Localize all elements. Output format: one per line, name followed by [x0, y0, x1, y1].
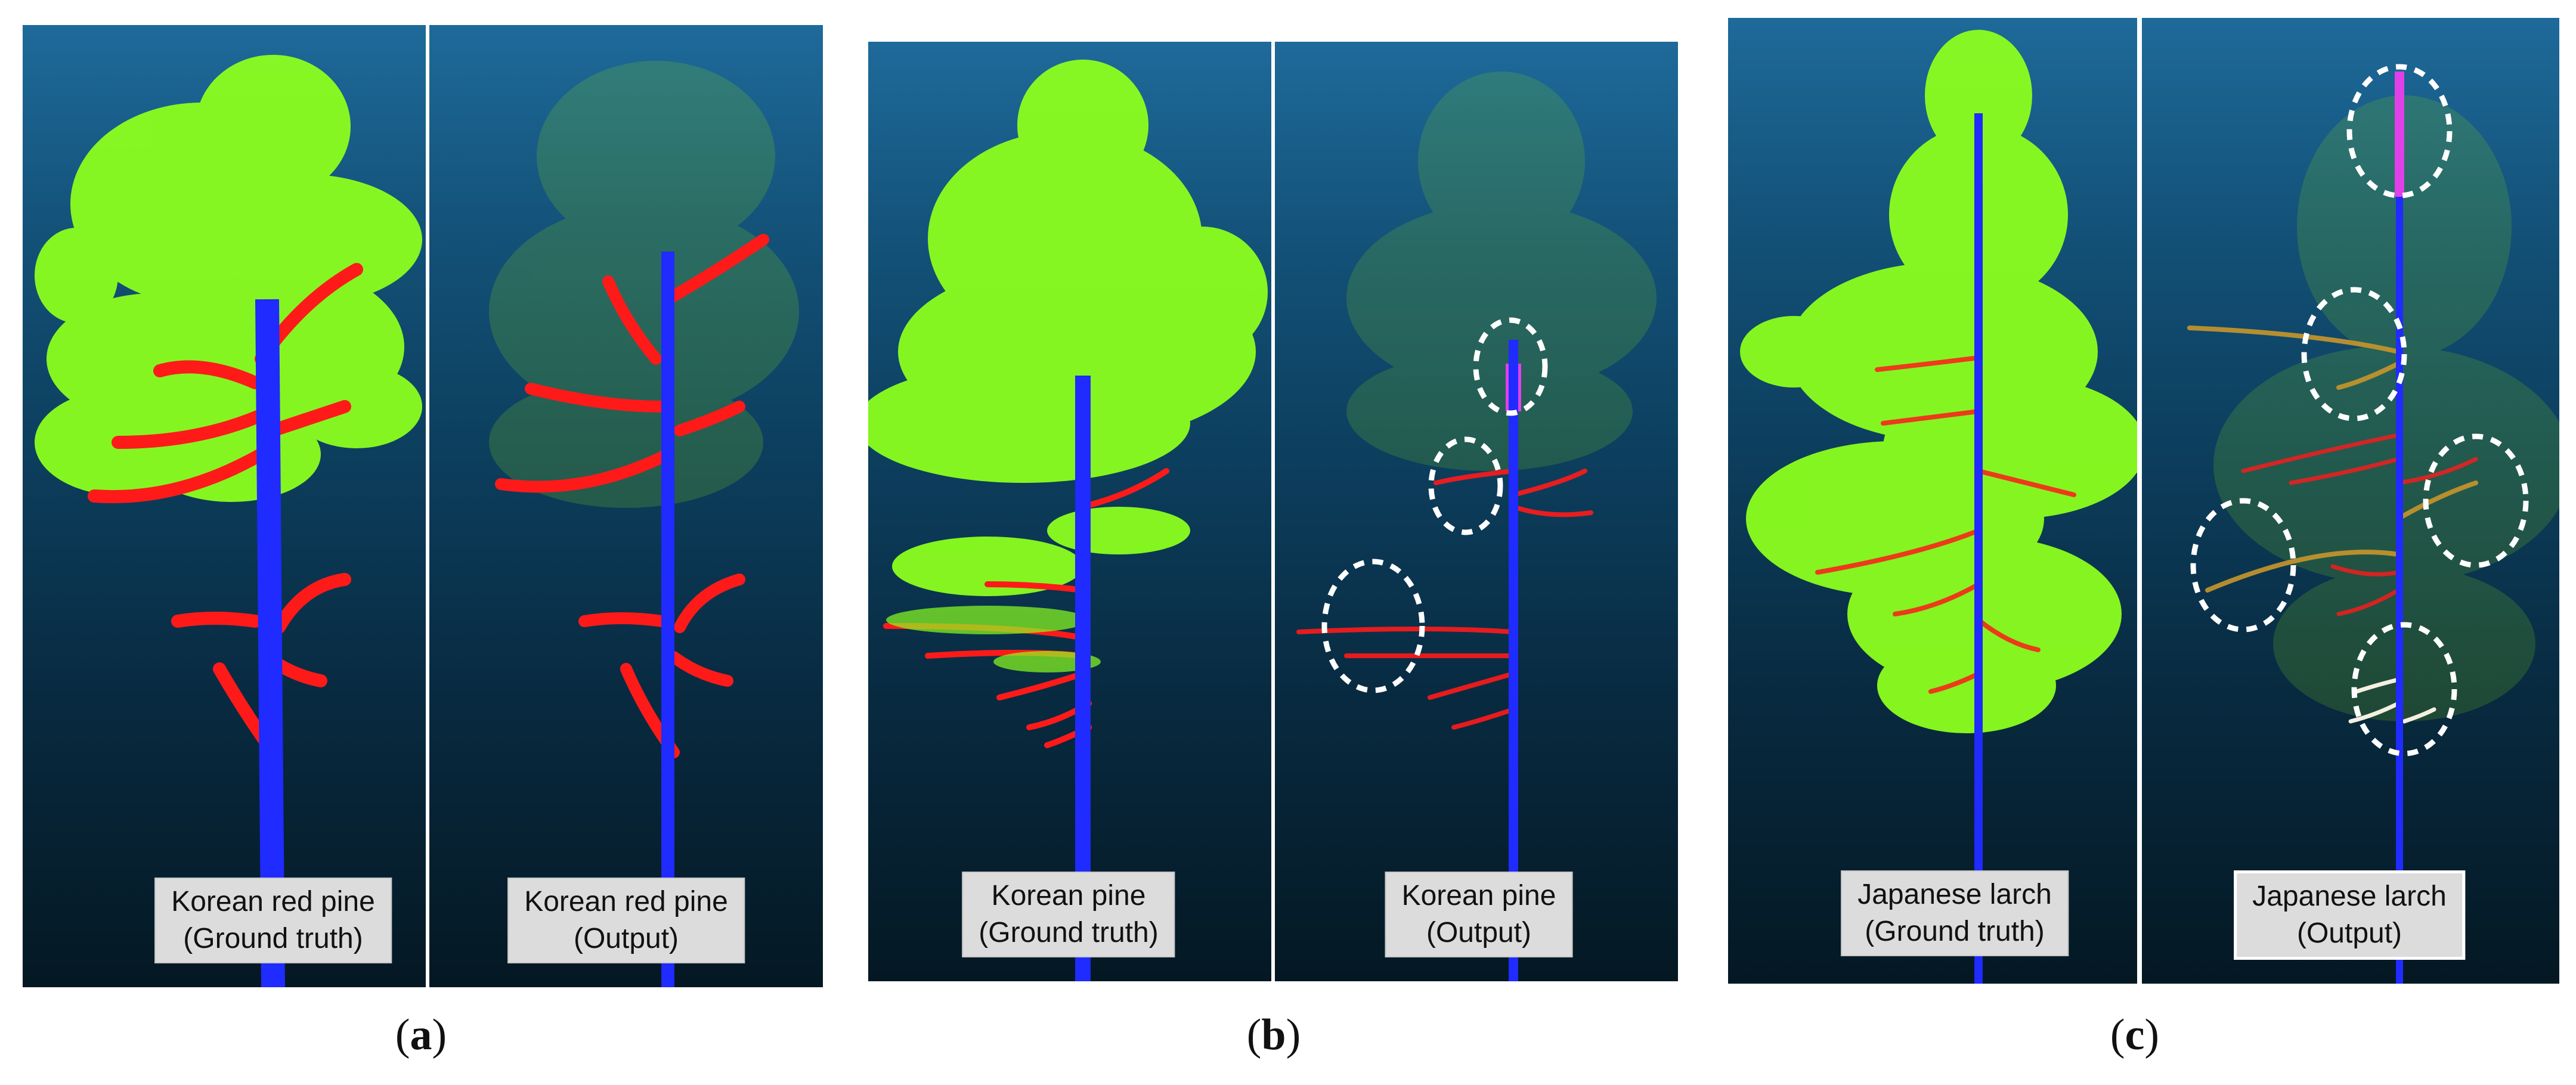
branches-b-output — [1296, 469, 1593, 730]
panel-c-ground-truth: Japanese larch (Ground truth) — [1728, 18, 2137, 984]
white-branches-c — [2348, 677, 2436, 724]
tree-point-cloud-a-output — [489, 61, 799, 987]
branches-a-output — [495, 234, 769, 758]
foliage-b-gt-lower — [886, 606, 1101, 672]
foliage-b-gt — [868, 60, 1268, 596]
tree-point-cloud-c-gt — [1740, 30, 2137, 984]
foliage-c-gt — [1740, 30, 2137, 733]
branches-a-gt — [88, 263, 363, 759]
label-b-output: Korean pine (Output) — [1385, 872, 1573, 957]
branches-c-output — [2241, 433, 2478, 616]
panel-a-ground-truth: Korean red pine (Ground truth) — [23, 25, 426, 987]
caption-c: (c) — [2110, 1010, 2160, 1059]
label-b-ground-truth: Korean pine (Ground truth) — [962, 872, 1175, 957]
trunk-a-gt — [255, 299, 285, 987]
tree-point-cloud-a-gt — [35, 55, 422, 987]
foliage-a-output — [489, 61, 799, 508]
panel-b-output: Korean pine (Output) — [1275, 42, 1678, 981]
label-a-ground-truth: Korean red pine (Ground truth) — [154, 878, 392, 963]
panel-c-output: Japanese larch (Output) — [2142, 18, 2559, 984]
foliage-c-output — [2213, 95, 2559, 721]
caption-b: (b) — [1246, 1010, 1301, 1059]
branches-c-gt — [1815, 355, 2076, 694]
caption-a: (a) — [395, 1010, 447, 1059]
foliage-a-gt — [35, 55, 422, 502]
tree-point-cloud-c-output — [2187, 64, 2559, 984]
panel-b-ground-truth: Korean pine (Ground truth) — [868, 42, 1271, 981]
dashed-circles-c — [2190, 64, 2529, 757]
label-c-output: Japanese larch (Output) — [2234, 870, 2465, 960]
tree-point-cloud-b-output — [1296, 72, 1657, 981]
label-c-ground-truth: Japanese larch (Ground truth) — [1841, 870, 2069, 956]
dashed-circles-b — [1321, 317, 1548, 693]
foliage-b-output — [1346, 72, 1657, 471]
panel-a-output: Korean red pine (Output) — [429, 25, 823, 987]
tree-point-cloud-b-gt — [868, 60, 1268, 981]
label-a-output: Korean red pine (Output) — [507, 878, 745, 963]
